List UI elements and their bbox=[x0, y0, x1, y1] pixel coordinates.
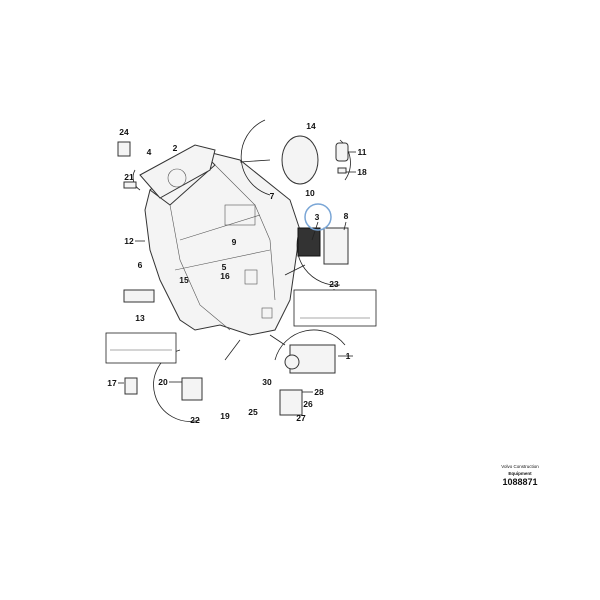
callout-9[interactable]: 9 bbox=[232, 237, 237, 247]
wiring-box-23 bbox=[293, 289, 377, 327]
part-14 bbox=[281, 135, 319, 185]
callout-19[interactable]: 19 bbox=[220, 411, 230, 421]
callout-12[interactable]: 12 bbox=[124, 236, 134, 246]
wiring-box-13 bbox=[105, 332, 177, 364]
callout-11[interactable]: 11 bbox=[358, 147, 367, 157]
callout-18[interactable]: 18 bbox=[357, 167, 367, 177]
callout-25[interactable]: 25 bbox=[248, 407, 258, 417]
filter-part-3 bbox=[297, 227, 321, 257]
part-20 bbox=[181, 377, 203, 401]
part-18 bbox=[337, 167, 347, 174]
callout-13[interactable]: 13 bbox=[135, 313, 145, 323]
callout-22[interactable]: 22 bbox=[190, 415, 200, 425]
footer-company-line2: Equipment bbox=[508, 471, 532, 476]
callout-labels: 1 2 3 4 5 6 7 8 9 10 11 12 13 14 15 16 1… bbox=[107, 121, 367, 425]
callout-28[interactable]: 28 bbox=[314, 387, 324, 397]
callout-23[interactable]: 23 bbox=[329, 279, 339, 289]
callout-10[interactable]: 10 bbox=[305, 188, 315, 198]
callout-16[interactable]: 16 bbox=[220, 271, 230, 281]
part-21 bbox=[123, 181, 137, 189]
callout-6[interactable]: 6 bbox=[138, 260, 143, 270]
callout-1[interactable]: 1 bbox=[346, 351, 351, 361]
part-6 bbox=[123, 289, 155, 303]
part-24 bbox=[117, 141, 131, 157]
switch-part-17 bbox=[124, 377, 138, 395]
callout-24[interactable]: 24 bbox=[119, 127, 129, 137]
grille-part-8 bbox=[323, 227, 349, 265]
callout-17[interactable]: 17 bbox=[107, 378, 117, 388]
callout-5[interactable]: 5 bbox=[222, 262, 227, 272]
highlight-circle bbox=[304, 203, 332, 231]
fan-part-2 bbox=[167, 168, 187, 188]
callout-26[interactable]: 26 bbox=[303, 399, 313, 409]
callout-27[interactable]: 27 bbox=[296, 413, 306, 423]
callout-20[interactable]: 20 bbox=[158, 377, 168, 387]
callout-2[interactable]: 2 bbox=[173, 143, 178, 153]
callout-14[interactable]: 14 bbox=[306, 121, 316, 131]
callout-7[interactable]: 7 bbox=[270, 191, 275, 201]
part-11 bbox=[335, 142, 349, 162]
callout-4[interactable]: 4 bbox=[147, 147, 152, 157]
footer-company-line1: Volvo Construction bbox=[501, 464, 539, 469]
cab-frame bbox=[139, 144, 301, 336]
callout-3[interactable]: 3 bbox=[315, 212, 320, 222]
callout-15[interactable]: 15 bbox=[179, 275, 189, 285]
callout-8[interactable]: 8 bbox=[344, 211, 349, 221]
part-25-30 bbox=[279, 389, 303, 416]
callout-21[interactable]: 21 bbox=[124, 172, 134, 182]
callout-30[interactable]: 30 bbox=[262, 377, 272, 387]
drawing-number: 1088871 bbox=[502, 477, 538, 487]
